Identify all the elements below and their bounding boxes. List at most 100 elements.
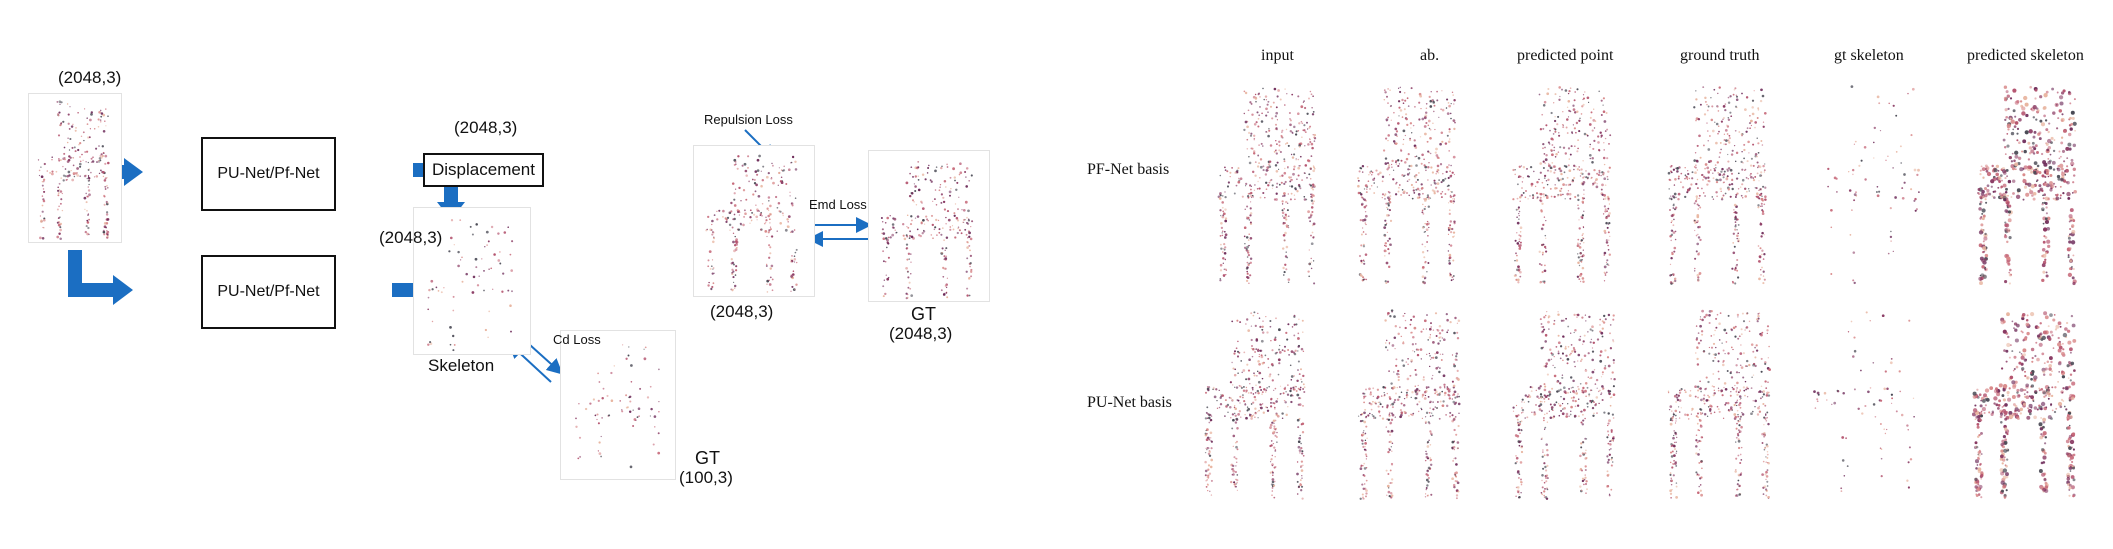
point [1715, 180, 1719, 184]
point [1426, 484, 1429, 487]
point [1983, 186, 1988, 191]
point [1720, 190, 1722, 193]
point [1205, 438, 1209, 442]
point [1312, 95, 1314, 97]
point [1576, 242, 1579, 245]
point [1300, 368, 1302, 371]
point [1543, 401, 1546, 403]
point [1245, 279, 1249, 283]
point [1998, 192, 2002, 196]
point [1416, 187, 1420, 191]
point [2011, 152, 2014, 155]
point [63, 152, 66, 155]
point [1673, 250, 1676, 253]
point [40, 175, 44, 179]
point [1387, 102, 1389, 104]
point [1693, 202, 1696, 205]
point [2045, 220, 2049, 224]
point [1269, 325, 1272, 328]
point [1694, 257, 1697, 260]
point [945, 292, 948, 294]
point [1538, 397, 1540, 400]
point [1601, 320, 1604, 323]
point [1984, 258, 1987, 261]
point [1570, 332, 1572, 334]
point [1448, 253, 1452, 257]
point [1852, 173, 1854, 176]
point [1389, 492, 1393, 495]
point [965, 221, 969, 224]
point [1281, 247, 1285, 250]
point [1542, 254, 1544, 256]
point [1724, 103, 1727, 105]
point [1306, 176, 1308, 179]
point [1434, 353, 1436, 355]
point [1531, 386, 1534, 389]
point [767, 196, 771, 199]
point [1442, 374, 1446, 378]
point [966, 257, 969, 260]
point [1286, 142, 1289, 145]
point [1445, 404, 1449, 408]
point [1605, 271, 1608, 274]
point [790, 290, 792, 292]
point [1273, 150, 1276, 153]
point [1262, 87, 1264, 90]
point [1432, 356, 1435, 359]
point [97, 125, 100, 128]
point [1520, 478, 1522, 481]
point [1566, 192, 1570, 196]
point [1293, 165, 1296, 168]
point [1244, 208, 1246, 210]
point [886, 246, 888, 249]
point [1409, 139, 1412, 142]
point [766, 283, 768, 285]
point [1711, 129, 1715, 133]
point [61, 192, 63, 195]
point [1417, 193, 1421, 196]
point [1697, 276, 1700, 279]
point [1447, 393, 1450, 397]
point [906, 225, 908, 228]
point [2004, 221, 2007, 224]
point [1207, 412, 1210, 416]
point [1370, 402, 1373, 406]
point [943, 179, 947, 183]
point [1302, 374, 1305, 378]
point [778, 167, 781, 169]
point [1310, 199, 1314, 202]
point [2042, 106, 2046, 110]
point [1729, 195, 1732, 198]
point [1724, 143, 1727, 146]
point [1609, 404, 1612, 407]
point [1427, 119, 1431, 123]
point [1543, 328, 1546, 331]
point [1393, 398, 1397, 402]
point [711, 272, 714, 275]
point [1310, 93, 1313, 96]
point [1761, 266, 1763, 269]
point [1363, 278, 1366, 281]
point [882, 237, 886, 241]
point [1593, 127, 1596, 129]
point [2045, 271, 2048, 274]
point [1540, 209, 1543, 212]
point [1441, 108, 1445, 112]
point [1291, 326, 1294, 328]
point [1267, 366, 1270, 369]
point [1562, 111, 1564, 113]
point [1273, 338, 1277, 341]
point [1409, 323, 1412, 326]
point [2056, 174, 2061, 179]
point [1541, 493, 1544, 496]
point [1269, 444, 1272, 448]
point [1607, 199, 1610, 202]
point [2043, 93, 2048, 98]
point [1390, 418, 1394, 422]
point [2010, 160, 2014, 163]
point [763, 222, 766, 225]
point [86, 209, 88, 212]
point [1261, 403, 1264, 405]
point [2017, 156, 2022, 161]
point [1403, 108, 1406, 111]
